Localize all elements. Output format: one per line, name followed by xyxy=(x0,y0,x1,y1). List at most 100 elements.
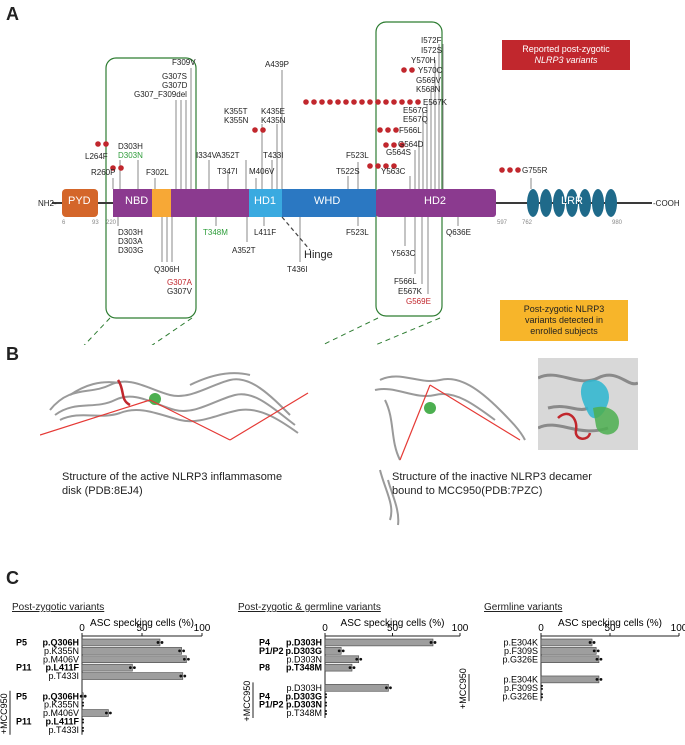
variant-label: D303H xyxy=(118,228,143,237)
patient-label: P8 xyxy=(259,663,270,673)
inactive-structure-caption: Structure of the inactive NLRP3 decamer … xyxy=(392,470,592,498)
variant-label: Y570C xyxy=(418,66,443,75)
category-label: p.D303G xyxy=(285,691,322,701)
variant-label: E567K xyxy=(398,287,423,296)
pos-93: 93 xyxy=(92,220,99,226)
hinge-label: Hinge xyxy=(304,249,333,261)
variant-label: I334V xyxy=(196,151,217,160)
mcc950-label: +MCC950 xyxy=(0,693,9,734)
category-label: p.G326E xyxy=(502,654,538,664)
variant-label: M406V xyxy=(249,167,275,176)
legend-detected-line3: enrolled subjects xyxy=(530,326,598,336)
data-point xyxy=(541,693,543,696)
x-tick-label: 100 xyxy=(194,623,211,634)
category-label: p.Q306H xyxy=(42,691,79,701)
patient-label: P5 xyxy=(16,638,27,648)
active-structure-caption: Structure of the active NLRP3 inflammaso… xyxy=(62,470,282,498)
variant-label: K435E xyxy=(261,107,286,116)
variant-label: E567Q xyxy=(403,115,428,124)
category-label: p.T433I xyxy=(48,671,79,681)
nbd-domain-rest xyxy=(171,189,249,217)
variant-label: G307A xyxy=(167,278,192,287)
variant-label: I572F xyxy=(421,36,442,45)
active-caption-line1: Structure of the active NLRP3 inflammaso… xyxy=(62,471,283,483)
data-point xyxy=(433,641,437,644)
bar xyxy=(324,684,389,692)
pos-6: 6 xyxy=(62,220,66,226)
data-point xyxy=(82,718,84,721)
active-caption-line2: disk (PDB:8EJ4) xyxy=(62,485,143,497)
variant-label: F302L xyxy=(146,168,169,177)
data-point xyxy=(588,641,592,644)
category-label: p.D303G xyxy=(285,646,322,656)
nbd-domain xyxy=(120,189,152,217)
panel-b-letter: B xyxy=(6,344,19,364)
pos-762: 762 xyxy=(522,220,533,226)
bar xyxy=(540,675,600,684)
variant-label: K355N xyxy=(224,116,249,125)
data-point xyxy=(325,704,327,707)
category-label: p.D303H xyxy=(286,638,322,648)
chart3-title: Germline variants xyxy=(484,602,563,613)
variant-label: G307D xyxy=(162,81,188,90)
n-terminus-label: NH2- xyxy=(38,199,57,208)
data-point xyxy=(595,678,599,681)
data-point xyxy=(83,694,87,698)
inactive-caption-line1: Structure of the inactive NLRP3 decamer xyxy=(392,471,592,483)
connector-nbd-right xyxy=(151,317,193,345)
c-terminus-label: -COOH xyxy=(653,199,680,208)
mcc950-label: +MCC950 xyxy=(458,668,468,709)
variant-label: A352T xyxy=(232,246,256,255)
variant-label: G569E xyxy=(406,297,431,306)
pyd-domain xyxy=(62,189,98,217)
category-label: p.T348M xyxy=(286,663,322,673)
bar xyxy=(324,655,360,663)
category-label: p.M406V xyxy=(43,654,79,664)
nbd-label: NBD xyxy=(125,195,149,207)
legend-reported-line1: Reported post-zygotic xyxy=(522,44,610,54)
data-point xyxy=(348,666,352,670)
variant-arrows-below xyxy=(117,217,459,294)
variant-label: K568N xyxy=(416,85,441,94)
hd1-domain xyxy=(249,189,282,217)
bar xyxy=(324,647,342,655)
variant-label: F566L xyxy=(394,277,417,286)
category-label: p.F309S xyxy=(504,646,538,656)
pos-980: 980 xyxy=(612,220,623,226)
x-tick-label: 0 xyxy=(322,623,328,634)
data-point xyxy=(82,701,84,704)
variant-label: E567K xyxy=(423,98,448,107)
mcc950-label: +MCC950 xyxy=(242,681,252,722)
bar xyxy=(540,655,600,663)
data-point xyxy=(105,711,108,715)
data-point xyxy=(429,641,433,644)
data-point xyxy=(337,649,341,653)
variant-label: T436I xyxy=(287,265,308,274)
x-tick-label: 0 xyxy=(79,623,85,634)
variant-label: K435N xyxy=(261,116,286,125)
x-tick-label: 50 xyxy=(604,623,616,634)
mcc950-closeup-image xyxy=(538,358,638,450)
variant-label: I572S xyxy=(421,46,442,55)
bar xyxy=(81,647,182,655)
domain-map-figure xyxy=(52,21,652,345)
variant-label: G564S xyxy=(386,148,411,157)
variant-label: D303A xyxy=(118,237,143,246)
variant-label: F566L xyxy=(399,126,422,135)
data-point xyxy=(352,666,356,670)
nbd-walker-region xyxy=(152,189,171,217)
variant-label: F309V xyxy=(172,58,196,67)
data-point xyxy=(82,721,84,724)
patient-label: P11 xyxy=(16,716,32,726)
category-label: p.K355N xyxy=(44,646,79,656)
variant-label: R260P xyxy=(91,168,116,177)
category-label: p.D303N xyxy=(286,654,322,664)
legend-detected: Post-zygotic NLRP3 variants detected in … xyxy=(500,300,628,341)
reported-dots xyxy=(95,67,521,173)
variant-label: A439P xyxy=(265,60,290,69)
variant-label: G307_F309del xyxy=(134,90,187,99)
category-label: p.F309S xyxy=(504,683,538,693)
bar xyxy=(324,663,353,672)
whd-label: WHD xyxy=(314,195,341,207)
variant-label: F523L xyxy=(346,228,369,237)
